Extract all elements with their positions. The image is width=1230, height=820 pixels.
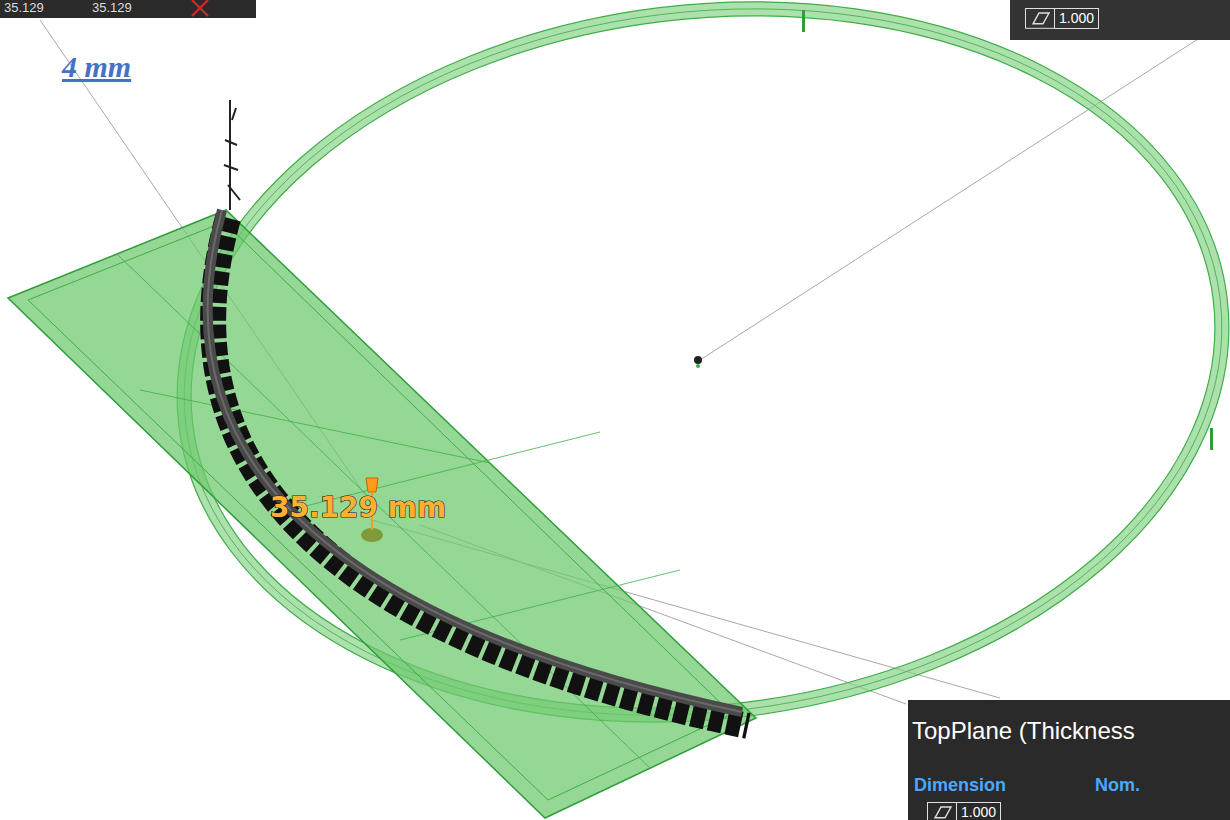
scan-arc (208, 210, 748, 726)
flatness-symbol (927, 802, 957, 820)
center-point (694, 356, 702, 364)
column-header: Nom. (1095, 776, 1140, 796)
tolerance-value: 1.000 (1054, 8, 1099, 29)
nominal-value: 35.129 (92, 1, 132, 15)
probe-symbol (224, 100, 240, 210)
panel-title: TopPlane (Thickness (912, 718, 1135, 744)
dimension-note: 4 mm (62, 50, 131, 85)
tolerance-value: 1.000 (956, 802, 1001, 820)
flatness-symbol (1025, 8, 1055, 29)
feature-panel: TopPlane (ThicknessDimension Nom. 1.000 (908, 700, 1230, 820)
actual-value: 35.129 (4, 1, 44, 15)
tolerance-tag: 1.000 (1010, 0, 1230, 40)
column-header: Dimension (914, 776, 1006, 796)
pin-marker (366, 478, 378, 492)
plane-feature (8, 210, 756, 818)
measurement-readout: 35.129 35.129 (0, 0, 256, 18)
pin-base (361, 528, 383, 542)
close-icon (186, 0, 216, 18)
dimension-label: 35.129 mm (270, 492, 446, 524)
